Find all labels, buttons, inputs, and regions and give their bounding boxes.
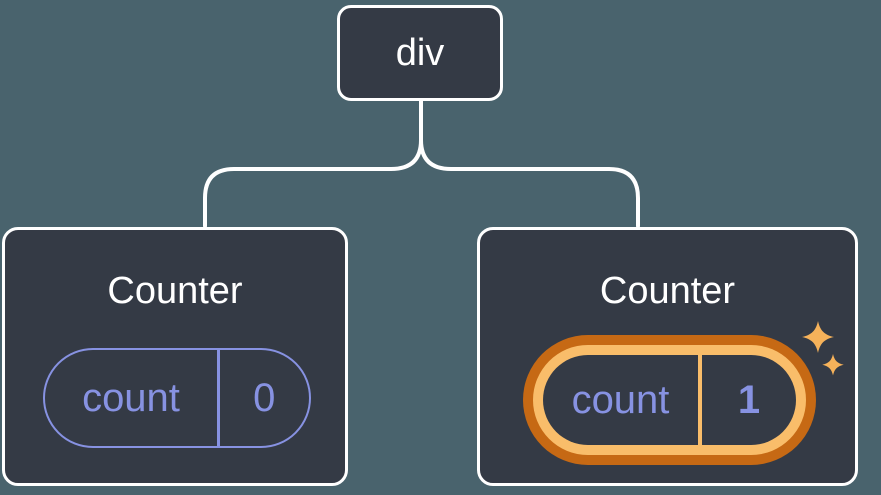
counter-title: Counter bbox=[599, 270, 736, 312]
state-pill-right-inner-ring: count 1 bbox=[533, 345, 806, 455]
state-value: 0 bbox=[253, 375, 276, 420]
root-node-div: div bbox=[337, 5, 503, 101]
state-pill-left: count 0 bbox=[43, 348, 311, 448]
state-key-label: count bbox=[82, 375, 180, 420]
state-pill-divider bbox=[217, 350, 220, 446]
counter-node-right: Counter count 1 bbox=[477, 227, 858, 486]
state-value: 1 bbox=[737, 377, 761, 422]
counter-title: Counter bbox=[107, 270, 243, 312]
state-pill-right-highlight-ring: count 1 bbox=[523, 335, 816, 465]
counter-node-left: Counter count 0 bbox=[2, 227, 348, 486]
state-key-label: count bbox=[571, 377, 670, 422]
root-node-label: div bbox=[395, 32, 445, 74]
state-pill-divider bbox=[698, 355, 702, 445]
state-pill-right: count 1 bbox=[543, 355, 796, 445]
